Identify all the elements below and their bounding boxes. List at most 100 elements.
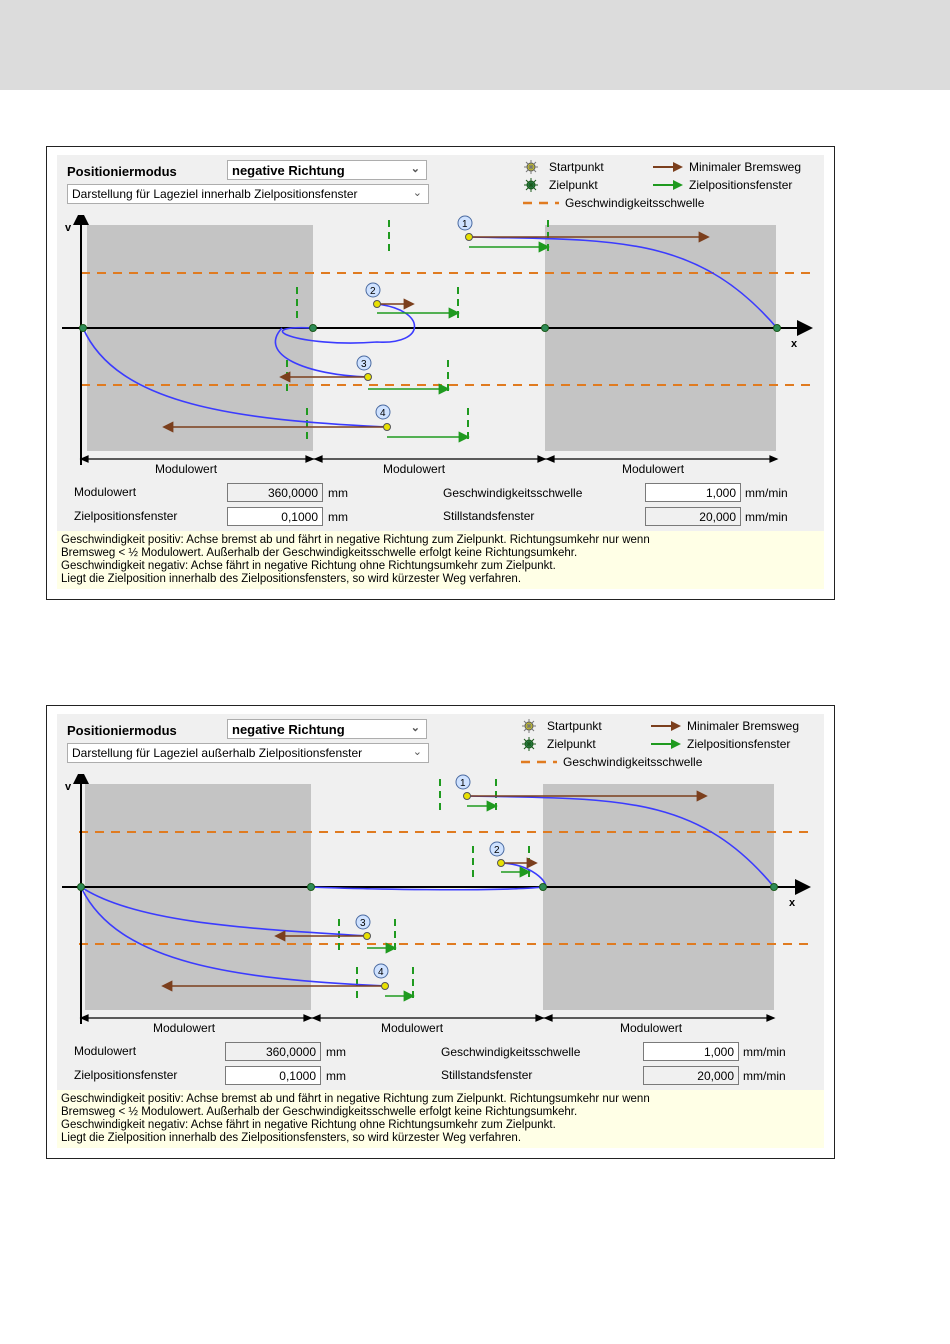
info-line: Liegt die Zielposition innerhalb des Zie… <box>61 573 522 585</box>
view-dropdown[interactable]: Darstellung für Lageziel innerhalb Zielp… <box>67 184 429 204</box>
info-line: Geschwindigkeit positiv: Achse bremst ab… <box>61 1093 650 1105</box>
modulo-field[interactable]: 360,0000 <box>225 1042 321 1061</box>
speed-unit: mm/min <box>743 1045 786 1059</box>
speed-unit: mm/min <box>745 486 788 500</box>
window-unit: mm <box>326 1069 346 1083</box>
motion-diagram: v x <box>62 774 815 1035</box>
info-line: Bremsweg < ½ Modulowert. Außerhalb der G… <box>61 547 578 559</box>
modulo-region-3 <box>545 225 776 451</box>
modulo-region-1 <box>85 784 311 1010</box>
standstill-unit: mm/min <box>745 510 788 524</box>
standstill-field[interactable]: 20,000 <box>643 1066 739 1085</box>
svg-text:1: 1 <box>460 778 466 789</box>
window-legend-arrow <box>651 739 681 749</box>
modulo-dimensions <box>79 455 779 463</box>
segment-label-3: Modulowert <box>622 462 685 476</box>
info-line: Geschwindigkeit negativ: Achse fährt in … <box>61 1119 556 1131</box>
modulo-unit: mm <box>328 486 348 500</box>
positioning-panel-inside-window: Positioniermodus negative Richtung ⌄ Dar… <box>46 146 835 600</box>
brake-arrows <box>161 790 708 992</box>
modulo-region-1 <box>87 225 313 451</box>
brake-legend-arrow <box>651 721 681 731</box>
speed-threshold-label: Geschwindigkeitsschwelle <box>443 486 583 500</box>
legend-threshold-label: Geschwindigkeitsschwelle <box>563 755 703 769</box>
modulo-unit: mm <box>326 1045 346 1059</box>
target-window-marks <box>338 779 530 1002</box>
legend-start-label: Startpunkt <box>549 160 604 174</box>
callout-4: 4 <box>373 963 389 979</box>
view-value: Darstellung für Lageziel außerhalb Zielp… <box>72 746 363 760</box>
info-line: Geschwindigkeit negativ: Achse fährt in … <box>61 560 556 572</box>
mode-value: negative Richtung <box>232 163 345 178</box>
info-line: Geschwindigkeit positiv: Achse bremst ab… <box>61 534 650 546</box>
svg-text:2: 2 <box>494 845 500 856</box>
svg-text:4: 4 <box>380 408 386 419</box>
brake-legend-arrow <box>653 162 683 172</box>
svg-text:2: 2 <box>370 286 376 297</box>
speed-threshold-field[interactable]: 1,000 <box>645 483 741 502</box>
modulo-field[interactable]: 360,0000 <box>227 483 323 502</box>
chevron-down-icon: ⌄ <box>410 163 420 175</box>
view-value: Darstellung für Lageziel innerhalb Zielp… <box>72 187 358 201</box>
segment-label-2: Modulowert <box>381 1021 444 1035</box>
legend-window-label: Zielpositionsfenster <box>687 737 791 751</box>
mode-label: Positioniermodus <box>67 723 177 738</box>
target-point-icons <box>79 324 781 332</box>
segment-label-2: Modulowert <box>383 462 446 476</box>
standstill-unit: mm/min <box>743 1069 786 1083</box>
callout-3: 3 <box>355 914 371 930</box>
view-dropdown[interactable]: Darstellung für Lageziel außerhalb Zielp… <box>67 743 429 763</box>
standstill-field[interactable]: 20,000 <box>645 507 741 526</box>
window-label: Zielpositionsfenster <box>74 1068 178 1082</box>
legend-icons <box>521 719 681 764</box>
standstill-label: Stillstandsfenster <box>441 1068 533 1082</box>
axis-x-label: x <box>791 338 798 350</box>
axis-v-label: v <box>65 781 72 793</box>
page-header-band <box>0 0 950 90</box>
target-window-field[interactable]: 0,1000 <box>227 507 323 526</box>
startpoint-legend-icon <box>522 719 536 733</box>
axis-x-label: x <box>789 897 796 909</box>
modulo-region-3 <box>543 784 774 1010</box>
trajectory-paths <box>82 236 778 428</box>
legend-target-label: Zielpunkt <box>549 178 598 192</box>
legend-brake-label: Minimaler Bremsweg <box>689 160 802 174</box>
legend-window-label: Zielpositionsfenster <box>689 178 793 192</box>
motion-diagram: v x <box>62 215 817 476</box>
info-line: Liegt die Zielposition innerhalb des Zie… <box>61 1132 522 1144</box>
legend-threshold-label: Geschwindigkeitsschwelle <box>565 196 705 210</box>
callout-2: 2 <box>365 282 381 298</box>
info-box: Geschwindigkeit positiv: Achse bremst ab… <box>57 531 824 589</box>
window-legend-arrow <box>653 180 683 190</box>
mode-dropdown[interactable]: negative Richtung ⌄ <box>227 160 427 180</box>
startpoint-legend-icon <box>524 160 538 174</box>
window-label: Zielpositionsfenster <box>74 509 178 523</box>
svg-text:1: 1 <box>462 219 468 230</box>
targetpoint-legend-icon <box>524 178 538 192</box>
mode-value: negative Richtung <box>232 722 345 737</box>
panel-content: Positioniermodus negative Richtung ⌄ Dar… <box>57 155 824 589</box>
mode-dropdown[interactable]: negative Richtung ⌄ <box>227 719 427 739</box>
window-arrows <box>368 241 550 443</box>
svg-text:4: 4 <box>378 967 384 978</box>
svg-text:3: 3 <box>360 918 366 929</box>
legend-icons <box>523 160 683 205</box>
speed-threshold-label: Geschwindigkeitsschwelle <box>441 1045 581 1059</box>
targetpoint-legend-icon <box>522 737 536 751</box>
legend-target-label: Zielpunkt <box>547 737 596 751</box>
target-window-field[interactable]: 0,1000 <box>225 1066 321 1085</box>
target-window-marks <box>286 220 549 443</box>
chevron-down-icon: ⌄ <box>412 746 422 758</box>
axis-v-label: v <box>65 222 72 234</box>
speed-threshold-field[interactable]: 1,000 <box>643 1042 739 1061</box>
modulo-label: Modulowert <box>74 485 137 499</box>
target-point-icons <box>77 883 778 891</box>
standstill-label: Stillstandsfenster <box>443 509 535 523</box>
info-line: Bremsweg < ½ Modulowert. Außerhalb der G… <box>61 1106 578 1118</box>
mode-label: Positioniermodus <box>67 164 177 179</box>
legend-start-label: Startpunkt <box>547 719 602 733</box>
info-box: Geschwindigkeit positiv: Achse bremst ab… <box>57 1090 824 1148</box>
segment-label-1: Modulowert <box>155 462 218 476</box>
callout-1: 1 <box>457 215 473 231</box>
panel-content: Positioniermodus negative Richtung ⌄ Dar… <box>57 714 824 1148</box>
